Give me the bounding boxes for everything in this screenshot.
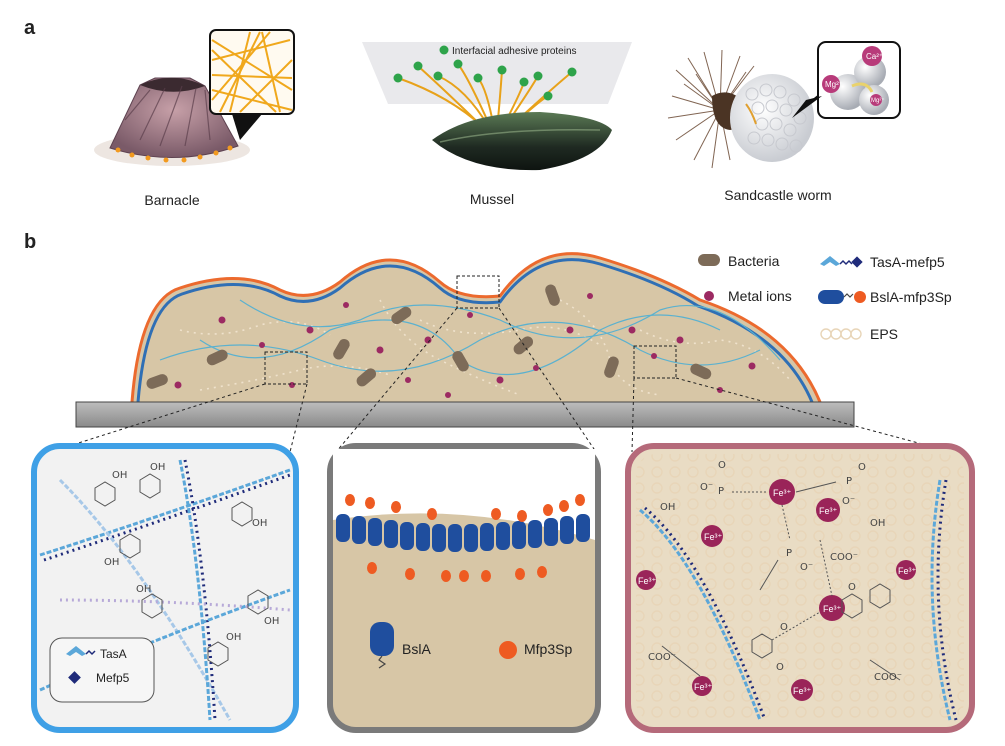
- chem-o-3: O: [780, 622, 788, 633]
- chem-coo-1: COO⁻: [830, 552, 858, 563]
- legend-bsla-mfp3sp-label: BslA-mfp3Sp: [870, 289, 952, 305]
- legend: Bacteria Metal ions TasA-mefp5 BslA-mfp3…: [698, 253, 952, 342]
- inset-left-oh-1: OH: [112, 470, 127, 481]
- worm-ion-inset: Ca²⁺ Mg²⁺ Mg²⁺: [792, 41, 901, 119]
- legend-bacteria-symbol: [698, 254, 720, 266]
- chem-o-minus-2: O⁻: [842, 496, 855, 507]
- inset-middle-mfp3sp-label: Mfp3Sp: [524, 641, 572, 657]
- sandcastle-worm-illustration: [667, 49, 814, 169]
- legend-eps-label: EPS: [870, 326, 898, 342]
- chem-p-2: P: [846, 476, 852, 487]
- mfp3sp-symbol: [499, 641, 517, 659]
- legend-metal-ion-symbol: [704, 291, 714, 301]
- biofilm-illustration: [130, 252, 822, 403]
- fe-ion-1: Fe³⁺: [773, 488, 792, 498]
- inset-left-oh-5: OH: [136, 584, 151, 595]
- legend-tasa-mefp5-label: TasA-mefp5: [870, 254, 945, 270]
- inset-middle-bsla-label: BslA: [402, 641, 431, 657]
- chem-p-1: P: [718, 486, 724, 497]
- barnacle-illustration: [94, 77, 250, 166]
- chem-o-1: O: [718, 460, 726, 471]
- barnacle-fiber-inset: [209, 29, 295, 140]
- mussel-illustration: [362, 42, 632, 171]
- fe-ion-6: Fe³⁺: [823, 604, 842, 614]
- chem-oh-2: OH: [870, 518, 885, 529]
- substrate: [75, 401, 855, 428]
- chem-o-5: O: [848, 582, 856, 593]
- chem-o-minus-3: O⁻: [800, 562, 813, 573]
- bsla-symbol: [370, 622, 394, 656]
- chem-o-minus-1: O⁻: [700, 482, 713, 493]
- inset-right: Fe³⁺ Fe³⁺ Fe³⁺ Fe³⁺ Fe³⁺ Fe³⁺ Fe³⁺ Fe³⁺ …: [625, 443, 975, 733]
- chem-oh-1: OH: [660, 502, 675, 513]
- fe-ion-7: Fe³⁺: [694, 682, 713, 692]
- inset-left-tasa-label: TasA: [100, 647, 127, 661]
- inset-left-mefp5-label: Mefp5: [96, 671, 130, 685]
- worm-ion-mg2: Mg²⁺: [871, 97, 885, 104]
- chem-coo-2: COO⁻: [648, 652, 676, 663]
- inset-left: OH OH OH OH OH OH OH TasA Mefp5: [31, 443, 299, 733]
- sandcastle-worm-label: Sandcastle worm: [724, 187, 831, 203]
- zoom-box-right: [633, 345, 677, 379]
- chem-o-2: O: [858, 462, 866, 473]
- inset-left-oh-4: OH: [104, 557, 119, 568]
- panel-letter-a: a: [24, 17, 36, 39]
- barnacle-label: Barnacle: [144, 192, 199, 208]
- fe-ion-4: Fe³⁺: [898, 566, 917, 576]
- inset-left-oh-3: OH: [252, 518, 267, 529]
- worm-ion-ca: Ca²⁺: [866, 52, 883, 61]
- legend-bsla-mfp3sp-symbol: [818, 290, 866, 304]
- legend-metal-ions-label: Metal ions: [728, 288, 792, 304]
- worm-ion-mg1: Mg²⁺: [825, 80, 843, 89]
- legend-eps-symbol: [820, 328, 862, 340]
- chem-p-3: P: [786, 548, 792, 559]
- mussel-label: Mussel: [470, 191, 514, 207]
- zoom-lines: [49, 307, 953, 453]
- inset-left-oh-7: OH: [226, 632, 241, 643]
- legend-tasa-mefp5-symbol: [820, 256, 863, 268]
- inset-left-oh-2: OH: [150, 462, 165, 473]
- mussel-annotation: Interfacial adhesive proteins: [452, 46, 577, 57]
- panel-letter-b: b: [24, 231, 36, 253]
- zoom-box-middle: [456, 275, 500, 309]
- fe-ion-8: Fe³⁺: [793, 686, 812, 696]
- chem-o-4: O: [776, 662, 784, 673]
- inset-middle: BslA Mfp3Sp: [327, 443, 601, 733]
- fe-ion-3: Fe³⁺: [704, 532, 723, 542]
- chem-coo-3: COO⁻: [874, 672, 902, 683]
- legend-bacteria-label: Bacteria: [728, 253, 780, 269]
- inset-left-oh-6: OH: [264, 616, 279, 627]
- fe-ion-2: Fe³⁺: [819, 506, 838, 516]
- fe-ion-5: Fe³⁺: [638, 576, 657, 586]
- tasa-symbol: [66, 646, 86, 656]
- zoom-box-left: [264, 351, 308, 385]
